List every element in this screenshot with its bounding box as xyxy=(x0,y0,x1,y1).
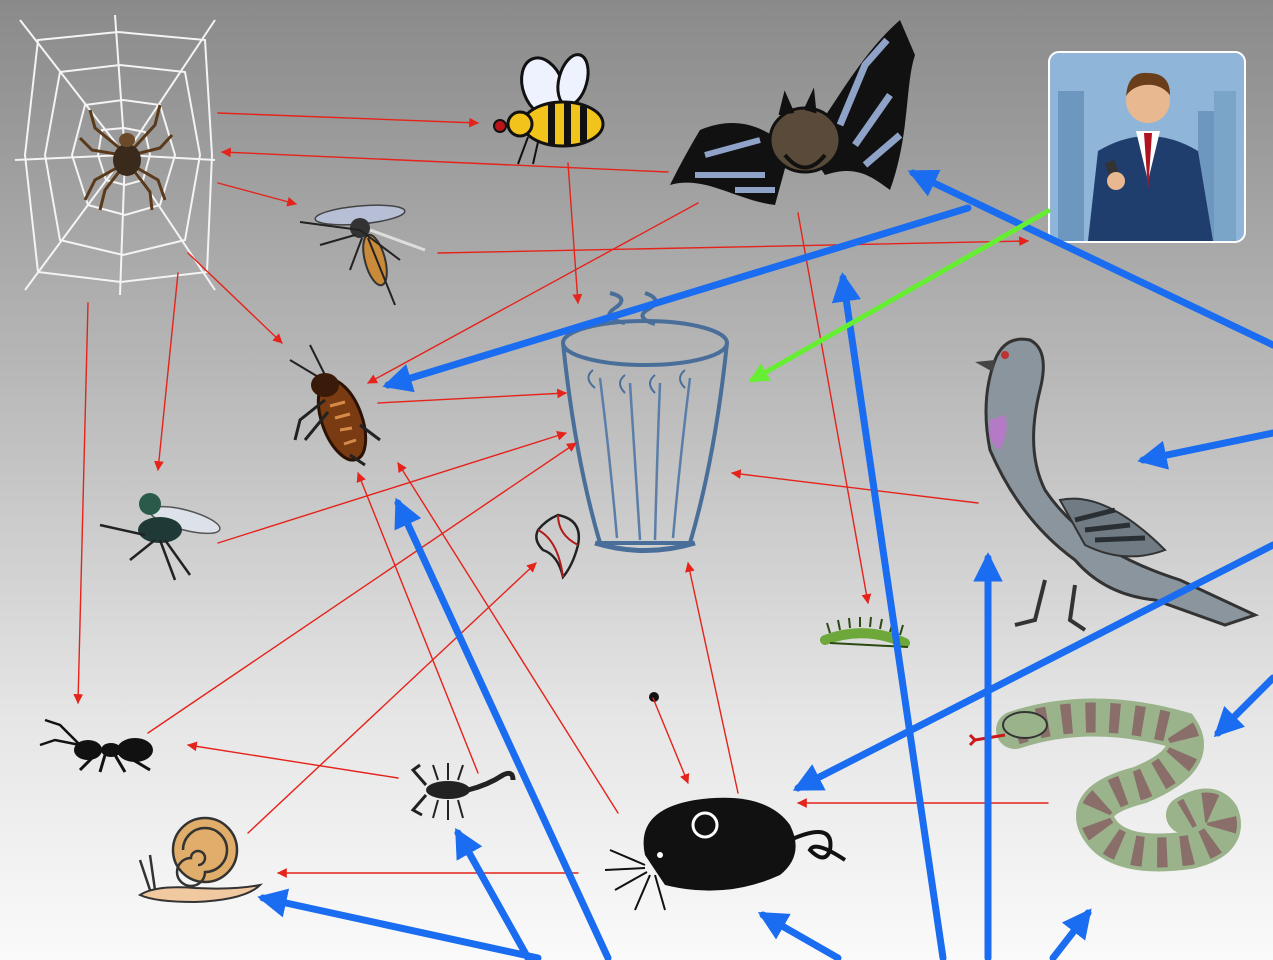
food-arrow xyxy=(688,563,738,793)
food-arrow xyxy=(653,698,688,783)
food-arrow xyxy=(188,745,398,778)
pointer-arrow xyxy=(843,278,943,958)
pointer-arrow xyxy=(1143,433,1273,460)
pointer-arrow xyxy=(388,208,968,385)
food-arrow xyxy=(398,463,618,813)
pointer-arrow xyxy=(1218,678,1273,733)
food-arrow xyxy=(368,203,698,383)
food-arrow xyxy=(158,273,178,470)
food-arrow xyxy=(438,241,1028,253)
pointer-arrow xyxy=(458,833,528,958)
food-arrow xyxy=(222,152,668,172)
human-waste-arrow xyxy=(752,211,1048,380)
food-arrow xyxy=(218,183,296,204)
food-arrow xyxy=(358,473,478,773)
food-arrow xyxy=(218,113,478,123)
food-arrow xyxy=(798,213,868,603)
pointer-arrow xyxy=(398,503,608,958)
food-arrow xyxy=(248,563,536,833)
food-arrow xyxy=(732,473,978,503)
pointer-arrow xyxy=(763,915,838,958)
food-arrow xyxy=(218,433,566,543)
pointer-arrow xyxy=(798,545,1273,788)
food-arrow xyxy=(148,443,576,733)
pointer-arrow xyxy=(1053,913,1088,958)
food-arrow xyxy=(78,303,88,703)
food-arrow xyxy=(568,163,578,303)
food-arrow xyxy=(188,253,282,343)
food-arrow xyxy=(378,393,566,403)
